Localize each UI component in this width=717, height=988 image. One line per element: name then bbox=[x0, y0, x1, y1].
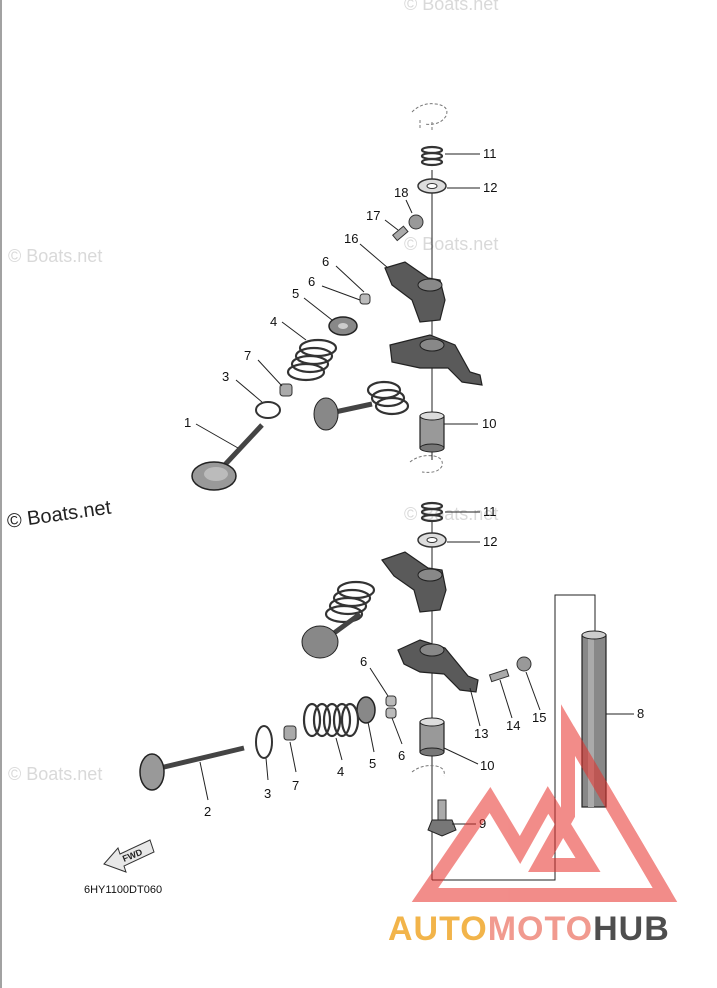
callout-9: 9 bbox=[479, 816, 486, 831]
rocker-arm bbox=[384, 261, 446, 323]
valve-spring bbox=[302, 702, 360, 738]
cap-outline bbox=[409, 455, 443, 473]
callout-12: 12 bbox=[483, 180, 497, 195]
rocker-arm bbox=[389, 334, 483, 386]
callout-7: 7 bbox=[244, 348, 251, 363]
watermark: © Boats.net bbox=[8, 764, 102, 784]
spring-seat-washer bbox=[255, 725, 273, 759]
valve-stem bbox=[334, 401, 373, 415]
callout-3: 3 bbox=[264, 786, 271, 801]
locknut bbox=[408, 214, 424, 230]
valve-stem-seal bbox=[283, 725, 297, 741]
callout-4: 4 bbox=[337, 764, 344, 779]
spring-retainer bbox=[356, 696, 376, 724]
bolt bbox=[427, 799, 457, 837]
callout-3: 3 bbox=[222, 369, 229, 384]
adjuster-spring-bottom bbox=[420, 501, 444, 523]
callout-6: 6 bbox=[308, 274, 315, 289]
callout-6: 6 bbox=[398, 748, 405, 763]
adjusting-screw bbox=[488, 668, 510, 683]
adjuster-spring-top bbox=[420, 145, 444, 167]
watermark: © Boats.net bbox=[404, 0, 498, 14]
callout-17: 17 bbox=[366, 208, 380, 223]
automotohub-logo bbox=[411, 704, 678, 902]
callout-4: 4 bbox=[270, 314, 277, 329]
callout-5: 5 bbox=[369, 756, 376, 771]
valve-spring bbox=[324, 580, 376, 624]
adjusting-screw bbox=[392, 225, 409, 242]
intake-valve bbox=[191, 423, 264, 491]
diagram-code: 6HY1100DT060 bbox=[84, 884, 162, 896]
cap-outline bbox=[411, 103, 448, 132]
rocker-arm bbox=[381, 551, 447, 613]
spring-seat-washer bbox=[255, 401, 281, 419]
callout-13: 13 bbox=[474, 726, 488, 741]
callout-5: 5 bbox=[292, 286, 299, 301]
callout-15: 15 bbox=[532, 710, 546, 725]
callout-1: 1 bbox=[184, 415, 191, 430]
exhaust-valve bbox=[139, 745, 245, 791]
callout-6: 6 bbox=[360, 654, 367, 669]
callout-6: 6 bbox=[322, 254, 329, 269]
locknut bbox=[516, 656, 532, 672]
callout-16: 16 bbox=[344, 231, 358, 246]
pushrod-guide-line bbox=[432, 594, 596, 881]
fwd-arrow-icon: FWD bbox=[103, 839, 155, 873]
watermark: © Boats.net bbox=[8, 246, 102, 266]
valve-stem-seal bbox=[279, 383, 293, 397]
valve-spring bbox=[286, 338, 338, 382]
callout-10: 10 bbox=[482, 416, 496, 431]
callout-8: 8 bbox=[637, 706, 644, 721]
tappet bbox=[419, 717, 445, 757]
valve-collet bbox=[359, 293, 371, 305]
callout-2: 2 bbox=[204, 804, 211, 819]
callout-18: 18 bbox=[394, 185, 408, 200]
brand-logo-text: AUTOMOTOHUB bbox=[388, 910, 670, 948]
valve-head bbox=[301, 625, 339, 659]
callout-7: 7 bbox=[292, 778, 299, 793]
callout-14: 14 bbox=[506, 718, 520, 733]
valve-head bbox=[313, 397, 339, 431]
tappet bbox=[419, 411, 445, 453]
valve-spring bbox=[366, 380, 410, 416]
watermark: © Boats.net bbox=[404, 234, 498, 254]
callout-12: 12 bbox=[483, 534, 497, 549]
watermark-dark: © Boats.net bbox=[6, 497, 113, 533]
callout-11: 11 bbox=[483, 146, 497, 161]
valve-collet bbox=[385, 695, 397, 707]
callout-10: 10 bbox=[480, 758, 494, 773]
callout-11: 11 bbox=[483, 504, 497, 519]
